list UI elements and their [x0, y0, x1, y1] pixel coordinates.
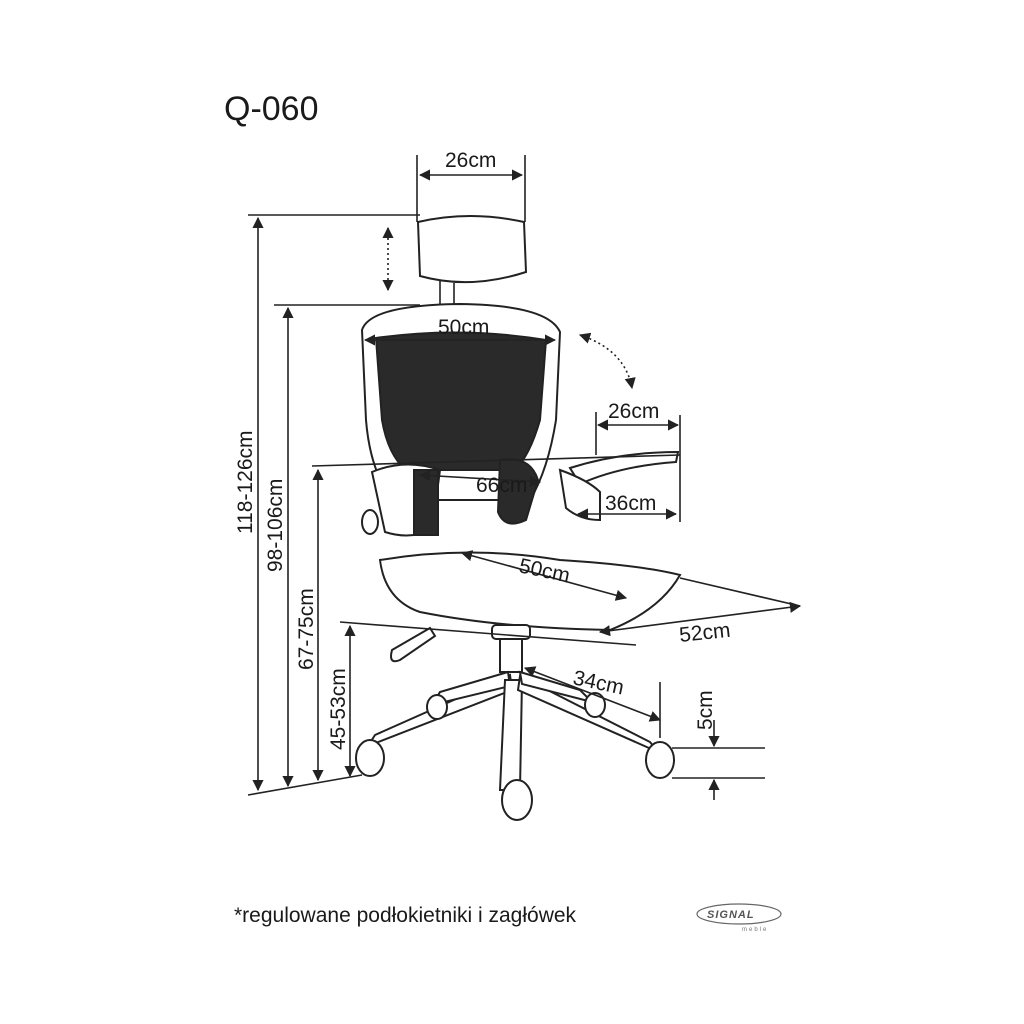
- brand-logo: SIGNAL meble: [696, 903, 782, 933]
- brand-logo-sub: meble: [742, 927, 768, 933]
- dim-seat-depth: [598, 601, 802, 637]
- chair-illustration: [355, 215, 682, 821]
- armrest-right-arm: [558, 468, 601, 522]
- seat-floor-ref: [339, 621, 637, 646]
- headrest: [416, 215, 528, 284]
- caster-back-right: [584, 692, 606, 718]
- dim-base-radius: [523, 666, 662, 722]
- label-back-height: 98-106cm: [264, 479, 287, 572]
- label-armrest-height: 36cm: [605, 492, 656, 515]
- lumbar-support: [413, 469, 439, 536]
- label-back-width: 50cm: [438, 316, 489, 339]
- footnote: *regulowane podłokietniki i zagłówek: [234, 904, 577, 927]
- label-armrest-floor-height: 67-75cm: [295, 588, 318, 670]
- model-title: Q-060: [224, 90, 319, 128]
- label-seat-depth: 52cm: [678, 619, 731, 647]
- dimension-lines: [247, 155, 802, 800]
- brand-logo-name: SIGNAL: [707, 909, 755, 921]
- label-wheel-height: 5cm: [694, 690, 717, 730]
- caster-left: [355, 739, 385, 777]
- armrest-right-pad: [568, 450, 680, 486]
- label-seat-height: 45-53cm: [327, 668, 350, 750]
- caster-right: [645, 741, 675, 779]
- label-arm-span: 66cm: [476, 474, 527, 497]
- base-leg-front: [498, 679, 524, 791]
- armrest-left-knob: [361, 509, 379, 535]
- label-headrest-width: 26cm: [445, 149, 496, 172]
- label-armrest-length: 26cm: [608, 400, 659, 423]
- label-total-height: 118-126cm: [234, 430, 257, 534]
- height-lever: [390, 626, 437, 663]
- backrest-mesh: [374, 331, 548, 471]
- caster-back-left: [426, 694, 448, 720]
- dim-seat-width: [460, 550, 628, 601]
- brand-logo-outline: [696, 903, 782, 925]
- caster-front: [501, 779, 533, 821]
- armrest-rotate-arrow: [578, 332, 636, 390]
- floor-ref: [247, 774, 363, 796]
- ext-seat-depth: [679, 577, 801, 607]
- dim-arm-span: [418, 469, 542, 488]
- arm-span-ref: [311, 454, 681, 467]
